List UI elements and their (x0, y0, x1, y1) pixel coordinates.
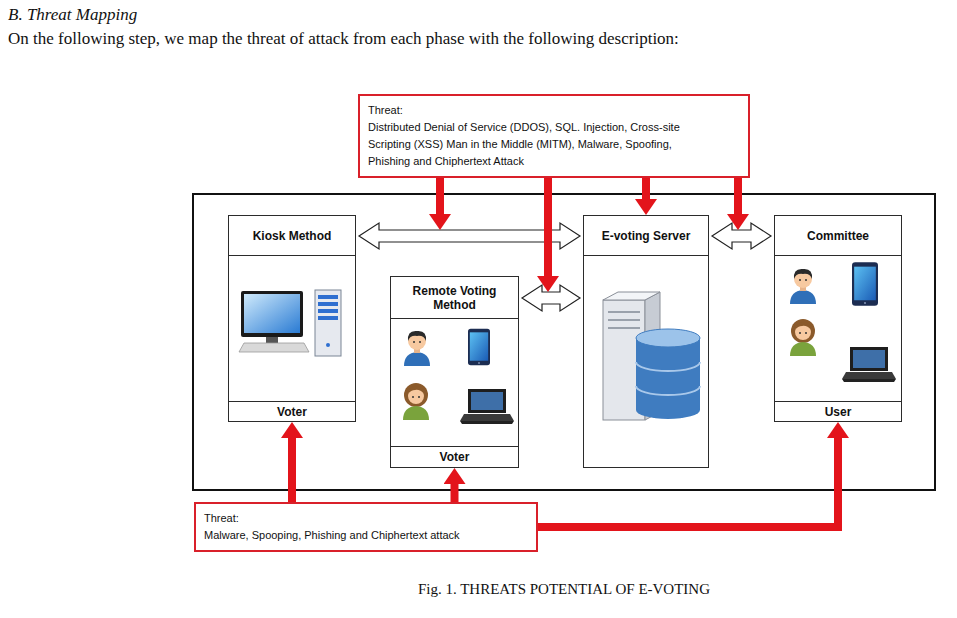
body-paragraph: On the following step, we map the threat… (8, 29, 948, 49)
threat-pointer (429, 178, 451, 230)
figure-caption-holder: Fig. 1. THREATS POTENTIAL OF E-VOTING (193, 580, 935, 598)
box-heading: Remote Voting Method (391, 277, 518, 319)
threat-heading: Threat: (204, 510, 496, 527)
threat-box: Threat:Malware, Spooping, Phishing and C… (194, 502, 538, 552)
kiosk-computer-icon (239, 290, 341, 356)
section-heading-holder: B. Threat Mapping (8, 5, 137, 25)
threat-arrow (288, 438, 296, 502)
box-heading: E-voting Server (584, 216, 708, 256)
double-arrow (522, 285, 580, 311)
threat-heading: Threat: (368, 102, 708, 119)
committee-icon (790, 319, 816, 356)
component-box: E-voting Server (583, 215, 709, 468)
threat-list: Malware, Spooping, Phishing and Chiphert… (204, 527, 496, 544)
threat-arrow (451, 484, 459, 502)
box-footer: User (775, 401, 901, 421)
box-heading: Kiosk Method (229, 216, 355, 256)
double-arrow (712, 223, 771, 249)
component-box: CommitteeUser (774, 215, 902, 422)
system-outline (193, 194, 935, 490)
laptop-icon (842, 347, 896, 382)
server-database-icon (603, 292, 700, 420)
box-heading: Committee (775, 216, 901, 256)
threat-box: Threat:Distributed Denial of Service (DD… (358, 94, 750, 178)
voter-icon (404, 331, 430, 366)
tablet-icon (852, 262, 878, 305)
box-footer: Voter (229, 401, 355, 421)
component-box: Kiosk MethodVoter (228, 215, 356, 422)
laptop-icon (460, 389, 514, 424)
tablet-icon (468, 329, 490, 366)
voter-icon (403, 383, 429, 420)
committee-icon (790, 269, 816, 304)
threat-arrow (642, 178, 650, 199)
section-heading: B. Threat Mapping (8, 5, 137, 25)
box-footer: Voter (391, 446, 518, 467)
body-paragraph-holder: On the following step, we map the threat… (8, 29, 948, 49)
threat-pointer (727, 178, 749, 230)
threat-list: Distributed Denial of Service (DDOS), SQ… (368, 119, 708, 170)
component-box: Remote Voting MethodVoter (390, 276, 519, 468)
threat-pointer (537, 178, 559, 292)
figure-caption: Fig. 1. THREATS POTENTIAL OF E-VOTING (193, 580, 935, 598)
